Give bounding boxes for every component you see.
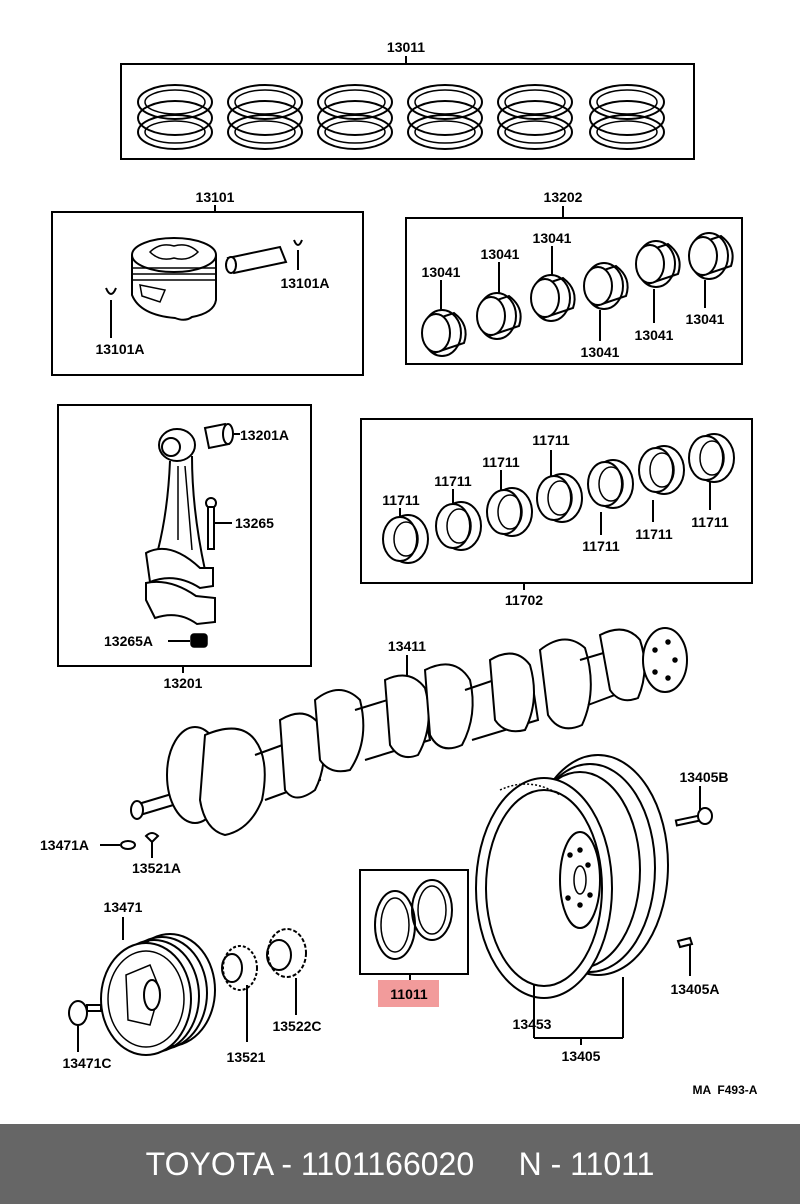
label-13041-1[interactable]: 13041 bbox=[422, 264, 461, 280]
crank-pulley-icon bbox=[100, 933, 216, 1056]
label-11711-7[interactable]: 11711 bbox=[691, 514, 729, 530]
piston-group: 13101 13101A 13101A bbox=[51, 189, 364, 376]
main-bearing-icon bbox=[435, 501, 482, 551]
connecting-rod-icon bbox=[144, 428, 216, 626]
main-bearing-icon bbox=[486, 487, 533, 537]
piston-ring-icon bbox=[407, 84, 483, 150]
connecting-rod-box bbox=[57, 404, 312, 667]
label-11711-3[interactable]: 11711 bbox=[482, 454, 520, 470]
label-11711-1[interactable]: 11711 bbox=[382, 492, 420, 508]
bearing-shell-icon bbox=[476, 292, 522, 340]
label-11711-2[interactable]: 11711 bbox=[434, 473, 472, 489]
label-13405a[interactable]: 13405A bbox=[670, 981, 719, 997]
label-13041-3[interactable]: 13041 bbox=[533, 230, 572, 246]
main-bearing-icon bbox=[638, 445, 685, 495]
label-13041-2[interactable]: 13041 bbox=[481, 246, 520, 262]
label-13265[interactable]: 13265 bbox=[235, 515, 274, 531]
bearing-shell-icon bbox=[530, 274, 576, 322]
figure-code: MA F493-A bbox=[693, 1083, 758, 1097]
label-13201a[interactable]: 13201A bbox=[240, 427, 289, 443]
connecting-rod-group: 13201A 13265 13265A 13201 bbox=[57, 404, 312, 691]
label-13471c[interactable]: 13471C bbox=[62, 1055, 111, 1071]
conrod-nut-icon bbox=[190, 633, 208, 648]
label-13201[interactable]: 13201 bbox=[164, 675, 203, 691]
piston-ring-icon bbox=[317, 84, 393, 150]
piston-icon bbox=[131, 237, 217, 321]
piston-box bbox=[51, 211, 364, 376]
piston-ring-icons bbox=[137, 84, 665, 150]
piston-ring-set-box bbox=[120, 63, 695, 160]
main-bearing-icon bbox=[536, 473, 583, 523]
label-13202[interactable]: 13202 bbox=[544, 189, 583, 205]
gasket-kit-box bbox=[359, 869, 469, 975]
label-13521[interactable]: 13521 bbox=[227, 1049, 266, 1065]
label-11702[interactable]: 11702 bbox=[505, 592, 543, 608]
piston-ring-icon bbox=[497, 84, 573, 150]
label-13101a-left[interactable]: 13101A bbox=[95, 341, 144, 357]
pulley-group: 13471 13471C 13521 13522C bbox=[62, 899, 321, 1071]
pulley-bolt-icon bbox=[68, 1000, 102, 1026]
label-11711-4[interactable]: 11711 bbox=[532, 432, 570, 448]
flywheel-bolt-icon bbox=[674, 807, 713, 827]
main-bearing-group: 11711 11711 11711 11711 11711 11711 1171… bbox=[360, 418, 753, 608]
label-13041-5[interactable]: 13041 bbox=[635, 327, 674, 343]
timing-gear-icon bbox=[221, 945, 258, 991]
piston-clip-icon bbox=[105, 239, 303, 338]
flywheel-icon bbox=[475, 754, 669, 999]
piston-ring-set-group: 13011 bbox=[120, 39, 695, 160]
gasket-kit-group: 11011 bbox=[359, 869, 469, 1007]
footer-bar: TOYOTA - 1101166020 N - 11011 bbox=[0, 1124, 800, 1204]
bearing-set-box bbox=[405, 217, 743, 365]
main-bearing-icons bbox=[382, 433, 735, 564]
label-13101[interactable]: 13101 bbox=[196, 189, 235, 205]
label-13411[interactable]: 13411 bbox=[388, 638, 426, 654]
label-13471[interactable]: 13471 bbox=[104, 899, 143, 915]
piston-ring-icon bbox=[137, 84, 213, 150]
crankshaft-icon bbox=[130, 627, 688, 837]
flywheel-pin-icon bbox=[676, 936, 694, 949]
label-13405[interactable]: 13405 bbox=[562, 1048, 601, 1064]
main-bearing-icon bbox=[688, 433, 735, 483]
crankshaft-group: 13411 13471A 1352 bbox=[40, 627, 688, 876]
label-13471a[interactable]: 13471A bbox=[40, 837, 89, 853]
piston-pin-icon bbox=[225, 245, 288, 275]
highlight-box bbox=[378, 980, 439, 1007]
conrod-bolt-icon bbox=[205, 497, 217, 550]
label-13405b[interactable]: 13405B bbox=[679, 769, 728, 785]
label-13521a[interactable]: 13521A bbox=[132, 860, 181, 876]
label-13453[interactable]: 13453 bbox=[513, 1016, 552, 1032]
piston-ring-icon bbox=[227, 84, 303, 150]
main-bearing-box bbox=[360, 418, 753, 584]
conrod-bushing-icon bbox=[203, 422, 234, 450]
parts-diagram: 13011 bbox=[40, 39, 758, 1097]
label-13041-4[interactable]: 13041 bbox=[581, 344, 620, 360]
bearing-set-group: 13202 13041 13041 13041 13041 13041 1304… bbox=[405, 189, 743, 365]
piston-ring-icon bbox=[589, 84, 665, 150]
label-13101a-right[interactable]: 13101A bbox=[280, 275, 329, 291]
crank-key-icon bbox=[120, 832, 160, 850]
bearing-shell-icon bbox=[688, 232, 734, 280]
main-bearing-icon bbox=[587, 459, 634, 509]
bearing-shell-icon bbox=[421, 309, 467, 357]
flywheel-group: 13405B 13405A 13453 13405 bbox=[475, 754, 729, 1064]
label-13265a[interactable]: 13265A bbox=[104, 633, 153, 649]
label-13041-6[interactable]: 13041 bbox=[686, 311, 725, 327]
label-13522c[interactable]: 13522C bbox=[272, 1018, 321, 1034]
bearing-shell-icon bbox=[583, 262, 629, 310]
gear-13522c-icon bbox=[266, 928, 307, 978]
gasket-kit-icon bbox=[374, 879, 453, 960]
label-11711-6[interactable]: 11711 bbox=[635, 526, 673, 542]
footer-part-info: TOYOTA - 1101166020 N - 11011 bbox=[145, 1145, 655, 1182]
label-13011[interactable]: 13011 bbox=[387, 39, 425, 55]
label-11711-5[interactable]: 11711 bbox=[582, 538, 620, 554]
bearing-shell-icon bbox=[635, 240, 681, 288]
label-11011[interactable]: 11011 bbox=[390, 986, 428, 1002]
bearing-shell-icons bbox=[421, 232, 734, 357]
main-bearing-icon bbox=[382, 514, 429, 564]
